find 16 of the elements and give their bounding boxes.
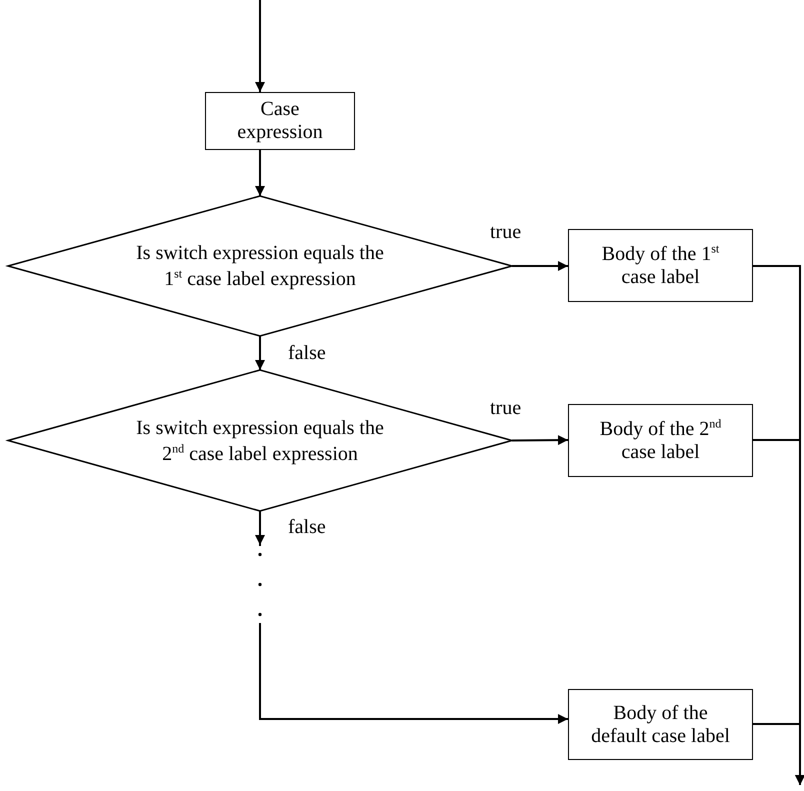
process-box: Case expression (205, 92, 355, 150)
condition-text: Is switch expression equals the 1$^{st}$ case label expression (135, 241, 385, 292)
arrow (512, 435, 568, 446)
edge-label: true (490, 222, 522, 242)
arrow (512, 261, 568, 271)
arrow (255, 336, 265, 370)
process-box: Body of the 2$^{nd}$ case label (568, 404, 753, 477)
arrow (255, 150, 265, 196)
edge-label: false (288, 517, 326, 537)
process-box: Body of the default case label (568, 689, 753, 760)
edge-label: false (288, 343, 326, 363)
edge-label: true (490, 398, 522, 418)
condition-text: Is switch expression equals the 2$^{nd}$ case label expression (135, 416, 385, 466)
arrow (255, 0, 265, 92)
arrow (753, 723, 804, 785)
process-box: Body of the 1$^{st}$ case label (568, 229, 753, 302)
